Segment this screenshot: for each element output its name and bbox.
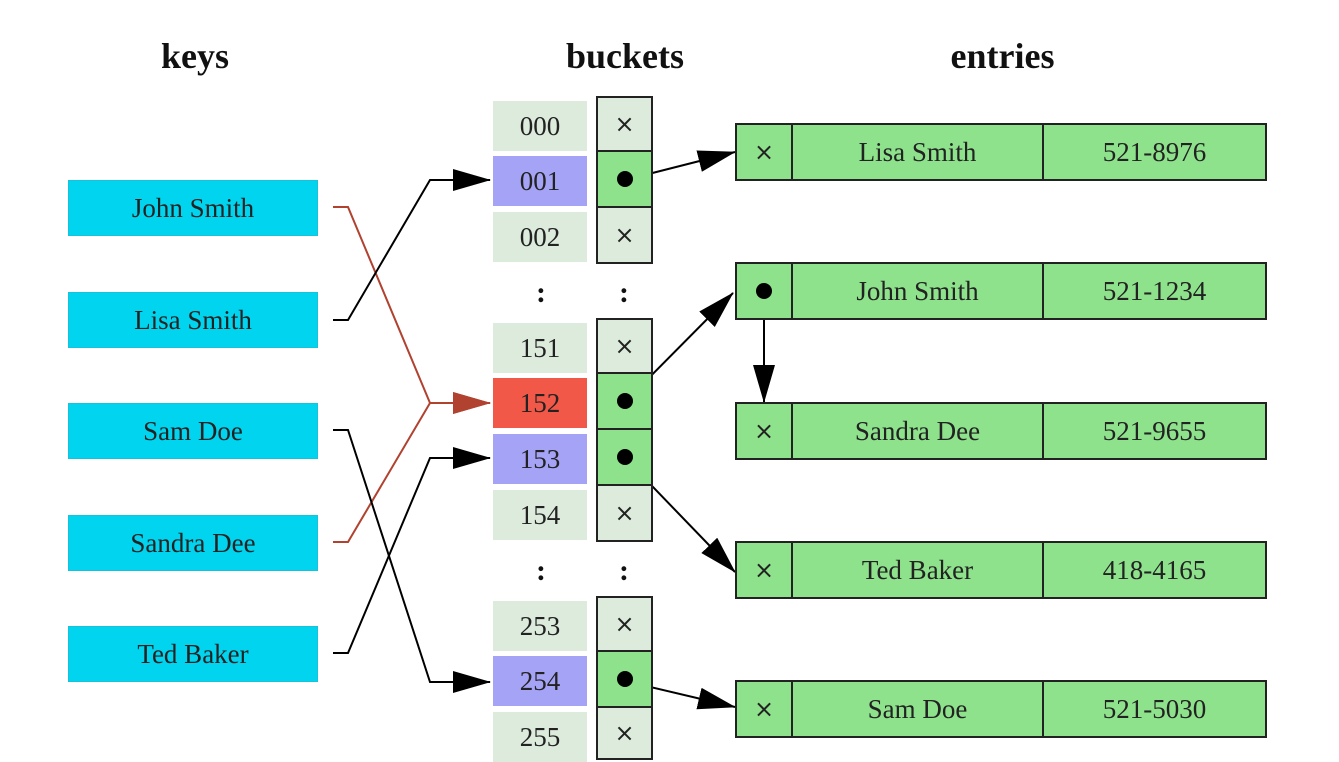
slot-ellipsis-2: : <box>619 554 629 587</box>
bucket-153: 153 <box>493 434 587 484</box>
entry-next-pointer: × <box>737 682 793 736</box>
slot-154: × <box>596 484 653 542</box>
entry-name: Ted Baker <box>793 543 1044 597</box>
pointer-dot-icon <box>756 283 772 299</box>
entry-phone: 418-4165 <box>1102 554 1207 585</box>
entry-john-smith: John Smith 521-1234 <box>735 262 1267 320</box>
bucket-255: 255 <box>493 712 587 762</box>
hash-link-ted-baker <box>333 447 491 654</box>
bucket-152: 152 <box>493 378 587 428</box>
bucket-254: 254 <box>493 656 587 706</box>
slot-153 <box>596 428 653 486</box>
bucket-151: 151 <box>493 323 587 373</box>
empty-marker-icon: × <box>753 138 775 166</box>
empty-marker-icon: × <box>614 610 635 638</box>
empty-marker-icon: × <box>614 110 635 138</box>
entries-heading: entries <box>950 36 1055 76</box>
bucket-253: 253 <box>493 601 587 651</box>
key-sandra-dee: Sandra Dee <box>68 515 318 571</box>
bucket-000: 000 <box>493 101 587 151</box>
bucket-002: 002 <box>493 212 587 262</box>
empty-marker-icon: × <box>614 719 635 747</box>
slot-253: × <box>596 596 653 652</box>
pointer-dot-icon <box>616 393 633 409</box>
entry-name: John Smith <box>793 264 1044 318</box>
entry-next-pointer: × <box>737 543 793 597</box>
bucket-ellipsis-1: : <box>536 276 546 309</box>
bucket-001: 001 <box>493 156 587 206</box>
key-john-smith: John Smith <box>68 180 318 236</box>
slot-254 <box>596 650 653 708</box>
empty-marker-icon: × <box>753 695 775 723</box>
empty-marker-icon: × <box>614 499 635 527</box>
slot-000: × <box>596 96 653 152</box>
entry-next-pointer: × <box>737 404 793 458</box>
entry-lisa-smith: × Lisa Smith 521-8976 <box>735 123 1267 181</box>
empty-marker-icon: × <box>614 332 635 360</box>
slot-ellipsis-1: : <box>619 276 629 309</box>
hash-link-sandra-dee <box>333 392 491 543</box>
pointer-dot-icon <box>616 171 633 187</box>
empty-marker-icon: × <box>753 417 775 445</box>
slot-255: × <box>596 706 653 760</box>
entry-sandra-dee: × Sandra Dee 521-9655 <box>735 402 1267 460</box>
entry-ted-baker: × Ted Baker 418-4165 <box>735 541 1267 599</box>
entry-name: Sam Doe <box>793 682 1044 736</box>
slot-151: × <box>596 318 653 374</box>
entry-name: Lisa Smith <box>793 125 1044 179</box>
entry-phone: 521-5030 <box>1102 693 1207 724</box>
entry-next-pointer: × <box>737 125 793 179</box>
empty-marker-icon: × <box>614 221 635 249</box>
entry-sam-doe: × Sam Doe 521-5030 <box>735 680 1267 738</box>
hash-link-lisa-smith <box>333 169 491 321</box>
slot-001 <box>596 150 653 208</box>
entry-phone: 521-9655 <box>1102 415 1207 446</box>
entry-name: Sandra Dee <box>793 404 1044 458</box>
slot-152 <box>596 372 653 430</box>
pointer-dot-icon <box>616 449 633 465</box>
hash-link-sam-doe <box>333 429 491 693</box>
pointer-dot-icon <box>616 671 633 687</box>
slot-002: × <box>596 206 653 264</box>
entry-phone: 521-8976 <box>1102 136 1207 167</box>
keys-heading: keys <box>160 36 229 76</box>
key-sam-doe: Sam Doe <box>68 403 318 459</box>
entry-next-pointer <box>737 264 793 318</box>
bucket-154: 154 <box>493 490 587 540</box>
bucket-ellipsis-2: : <box>536 554 546 587</box>
empty-marker-icon: × <box>753 556 775 584</box>
key-lisa-smith: Lisa Smith <box>68 292 318 348</box>
buckets-heading: buckets <box>565 36 685 76</box>
entry-phone: 521-1234 <box>1102 275 1207 306</box>
key-ted-baker: Ted Baker <box>68 626 318 682</box>
